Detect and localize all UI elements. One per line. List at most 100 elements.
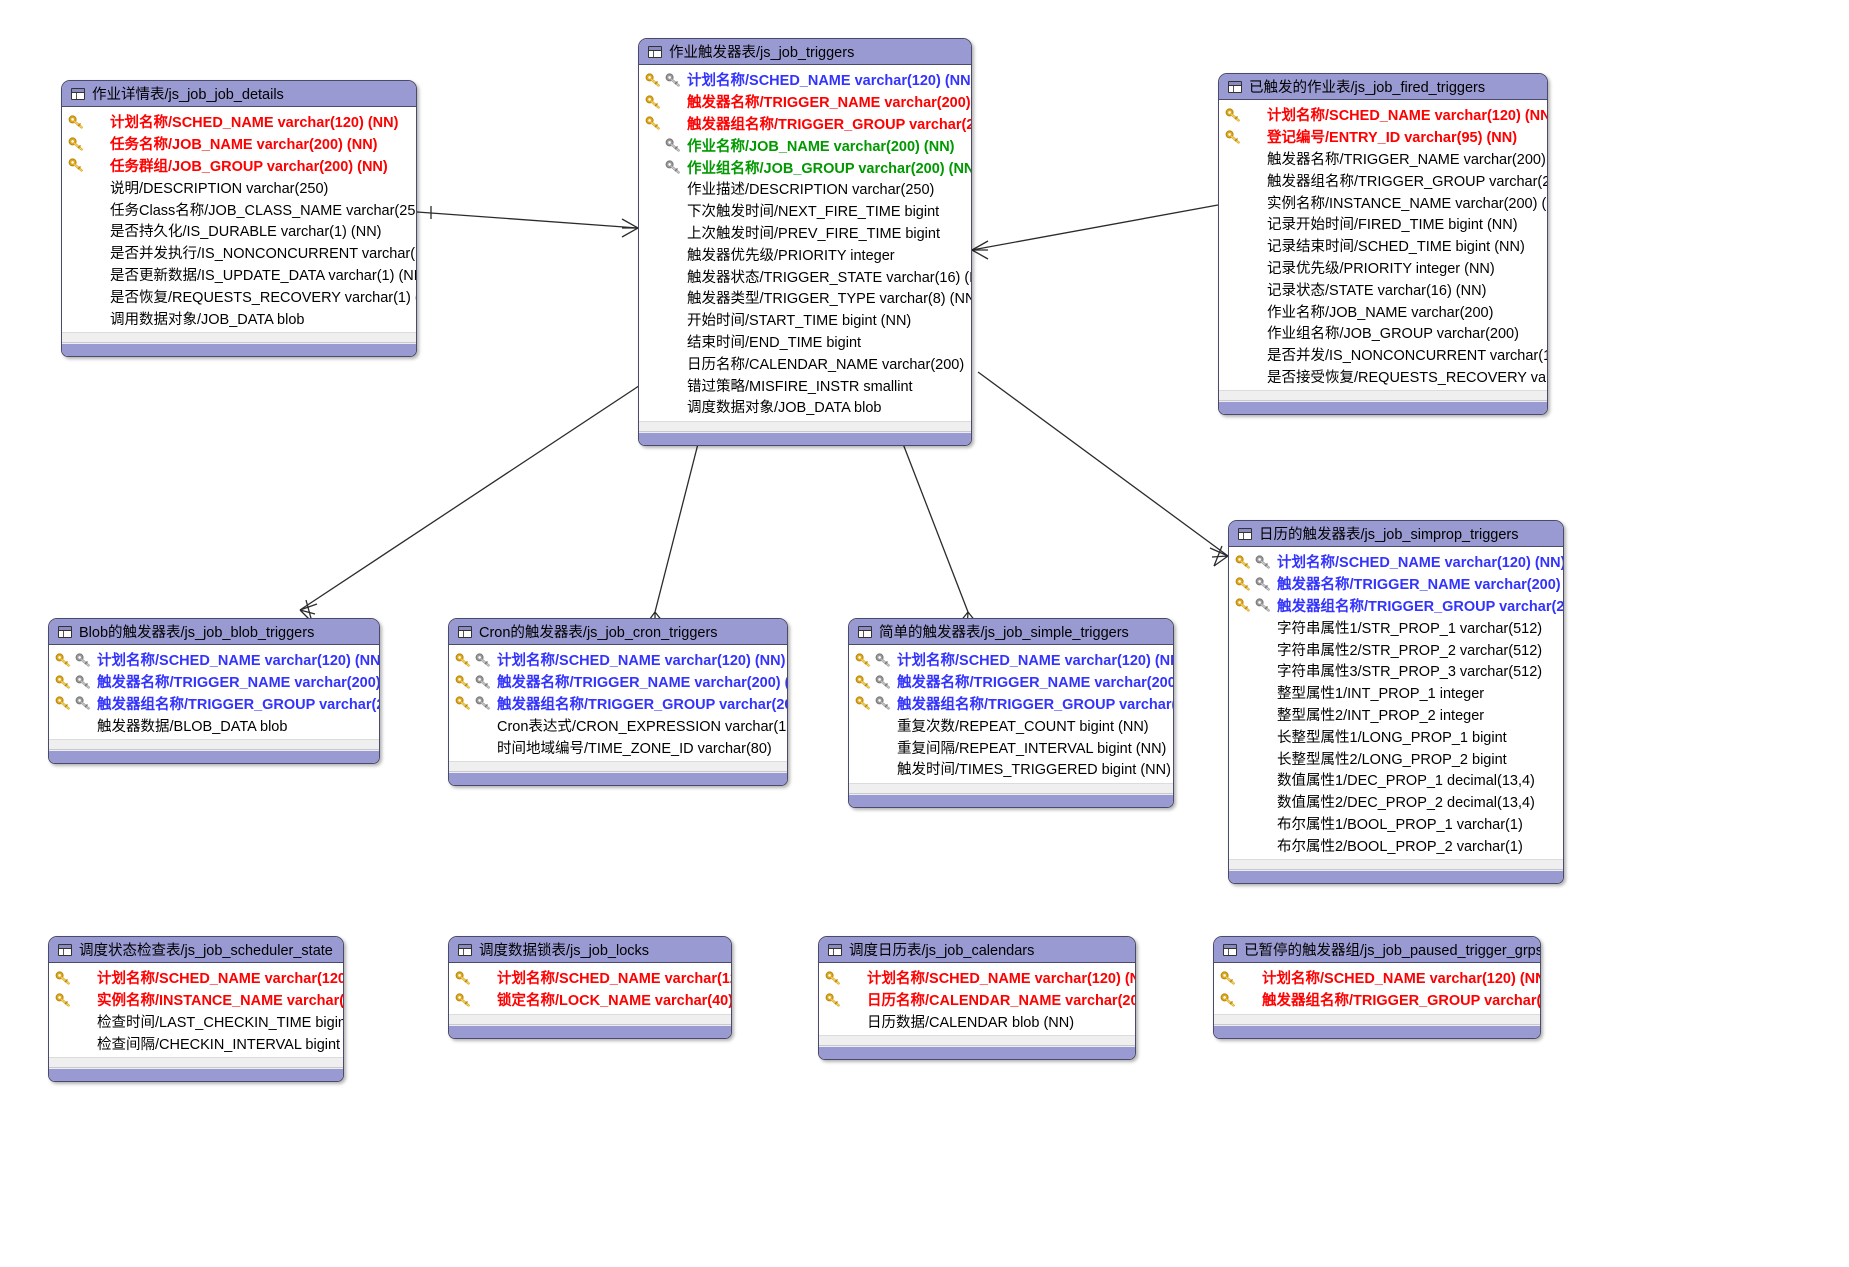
column-label: 是否并发执行/IS_NONCONCURRENT varchar(1) (NN) (110, 246, 416, 263)
table-js_job_job_details[interactable]: 作业详情表/js_job_job_details 计划名称/SCHED_NAME… (61, 80, 417, 357)
column-row[interactable]: 说明/DESCRIPTION varchar(250) (62, 176, 408, 198)
column-row[interactable]: 长整型属性2/LONG_PROP_2 bigint (1229, 747, 1555, 769)
column-row[interactable]: 触发器组名称/TRIGGER_GROUP varchar(200) (NN) (639, 113, 971, 135)
column-row[interactable]: 计划名称/SCHED_NAME varchar(120) (NN) (639, 69, 971, 91)
column-row[interactable]: 记录结束时间/SCHED_TIME bigint (NN) (1219, 235, 1539, 257)
table-header: 作业触发器表/js_job_triggers (639, 39, 971, 65)
table-js_job_calendars[interactable]: 调度日历表/js_job_calendars 计划名称/SCHED_NAME v… (818, 936, 1136, 1061)
column-row[interactable]: 计划名称/SCHED_NAME varchar(120) (NN) (449, 649, 785, 671)
table-js_job_locks[interactable]: 调度数据锁表/js_job_locks 计划名称/SCHED_NAME varc… (448, 936, 732, 1039)
column-row[interactable]: 任务群组/JOB_GROUP varchar(200) (NN) (62, 155, 408, 177)
column-row[interactable]: 计划名称/SCHED_NAME varchar(120) (NN) (62, 111, 408, 133)
table-title: 日历的触发器表/js_job_simprop_triggers (1259, 527, 1519, 543)
table-js_job_simprop_triggers[interactable]: 日历的触发器表/js_job_simprop_triggers 计划名称/SCH… (1228, 520, 1564, 885)
column-row[interactable]: 计划名称/SCHED_NAME varchar(120) (NN) (49, 649, 379, 671)
table-js_job_cron_triggers[interactable]: Cron的触发器表/js_job_cron_triggers 计划名称/SCHE… (448, 618, 788, 786)
table-js_job_paused_trigger_grps[interactable]: 已暂停的触发器组/js_job_paused_trigger_grps 计划名称… (1213, 936, 1541, 1039)
column-row[interactable]: 错过策略/MISFIRE_INSTR smallint (639, 374, 963, 396)
column-row[interactable]: 触发时间/TIMES_TRIGGERED bigint (NN) (849, 758, 1171, 780)
primary-key-icon (68, 115, 83, 129)
column-row[interactable]: 布尔属性2/BOOL_PROP_2 varchar(1) (1229, 834, 1555, 856)
column-row[interactable]: 触发器名称/TRIGGER_NAME varchar(200) (NN) (1219, 148, 1547, 170)
column-row[interactable]: 结束时间/END_TIME bigint (639, 331, 963, 353)
column-row[interactable]: 是否持久化/IS_DURABLE varchar(1) (NN) (62, 220, 408, 242)
column-row[interactable]: 触发器数据/BLOB_DATA blob (49, 714, 371, 736)
column-row[interactable]: 锁定名称/LOCK_NAME varchar(40) (NN) (449, 989, 731, 1011)
column-row[interactable]: 作业名称/JOB_NAME varchar(200) (NN) (639, 134, 963, 156)
column-row[interactable]: 作业名称/JOB_NAME varchar(200) (1219, 300, 1539, 322)
column-row[interactable]: 是否更新数据/IS_UPDATE_DATA varchar(1) (NN) (62, 264, 416, 286)
table-js_job_fired_triggers[interactable]: 已触发的作业表/js_job_fired_triggers 计划名称/SCHED… (1218, 73, 1548, 416)
column-row[interactable]: 是否恢复/REQUESTS_RECOVERY varchar(1) (NN) (62, 285, 416, 307)
column-row[interactable]: 日历名称/CALENDAR_NAME varchar(200) (NN) (819, 989, 1135, 1011)
column-row[interactable]: 触发器名称/TRIGGER_NAME varchar(200) (NN) (449, 671, 787, 693)
column-row[interactable]: 数值属性1/DEC_PROP_1 decimal(13,4) (1229, 769, 1555, 791)
column-row[interactable]: 计划名称/SCHED_NAME varchar(120) (NN) (1229, 551, 1563, 573)
column-key-icons (1229, 577, 1275, 591)
column-row[interactable]: 是否并发执行/IS_NONCONCURRENT varchar(1) (NN) (62, 242, 416, 264)
column-row[interactable]: Cron表达式/CRON_EXPRESSION varchar(120) (NN… (449, 714, 787, 736)
column-row[interactable]: 重复间隔/REPEAT_INTERVAL bigint (NN) (849, 736, 1166, 758)
column-row[interactable]: 实例名称/INSTANCE_NAME varchar(200) (NN) (1219, 191, 1547, 213)
column-row[interactable]: 作业描述/DESCRIPTION varchar(250) (639, 178, 963, 200)
table-js_job_triggers[interactable]: 作业触发器表/js_job_triggers 计划名称/SCHED_NAME v… (638, 38, 972, 446)
column-row[interactable]: 计划名称/SCHED_NAME varchar(120) (NN) (849, 649, 1173, 671)
column-row[interactable]: 作业组名称/JOB_GROUP varchar(200) (1219, 322, 1539, 344)
column-row[interactable]: 整型属性2/INT_PROP_2 integer (1229, 704, 1555, 726)
column-label: 是否接受恢复/REQUESTS_RECOVERY varchar(1) (1267, 369, 1547, 386)
table-js_job_blob_triggers[interactable]: Blob的触发器表/js_job_blob_triggers 计划名称/SCHE… (48, 618, 380, 765)
column-row[interactable]: 检查时间/LAST_CHECKIN_TIME bigint (NN) (49, 1011, 343, 1033)
column-row[interactable]: 是否并发/IS_NONCONCURRENT varchar(1) (1219, 344, 1547, 366)
table-js_job_simple_triggers[interactable]: 简单的触发器表/js_job_simple_triggers 计划名称/SCHE… (848, 618, 1174, 808)
column-row[interactable]: 计划名称/SCHED_NAME varchar(120) (NN) (49, 967, 343, 989)
column-row[interactable]: 整型属性1/INT_PROP_1 integer (1229, 682, 1555, 704)
table-js_job_scheduler_state[interactable]: 调度状态检查表/js_job_scheduler_state 计划名称/SCHE… (48, 936, 344, 1083)
column-row[interactable]: 是否接受恢复/REQUESTS_RECOVERY varchar(1) (1219, 366, 1547, 388)
column-row[interactable]: 触发器组名称/TRIGGER_GROUP varchar(200) (NN) (49, 693, 379, 715)
column-row[interactable]: 登记编号/ENTRY_ID varchar(95) (NN) (1219, 126, 1539, 148)
column-row[interactable]: 计划名称/SCHED_NAME varchar(120) (NN) (1214, 967, 1540, 989)
column-row[interactable]: 字符串属性3/STR_PROP_3 varchar(512) (1229, 660, 1555, 682)
table-header: Cron的触发器表/js_job_cron_triggers (449, 619, 787, 645)
column-row[interactable]: 日历数据/CALENDAR blob (NN) (819, 1011, 1127, 1033)
column-row[interactable]: 上次触发时间/PREV_FIRE_TIME bigint (639, 222, 963, 244)
column-row[interactable]: 计划名称/SCHED_NAME varchar(120) (NN) (819, 967, 1135, 989)
column-row[interactable]: 长整型属性1/LONG_PROP_1 bigint (1229, 725, 1555, 747)
column-row[interactable]: 重复次数/REPEAT_COUNT bigint (NN) (849, 714, 1165, 736)
column-row[interactable]: 作业组名称/JOB_GROUP varchar(200) (NN) (639, 156, 971, 178)
column-row[interactable]: 触发器优先级/PRIORITY integer (639, 243, 963, 265)
column-row[interactable]: 记录状态/STATE varchar(16) (NN) (1219, 278, 1539, 300)
column-row[interactable]: 触发器名称/TRIGGER_NAME varchar(200) (NN) (49, 671, 379, 693)
column-row[interactable]: 触发器组名称/TRIGGER_GROUP varchar(200) (NN) (1214, 989, 1540, 1011)
column-row[interactable]: 布尔属性1/BOOL_PROP_1 varchar(1) (1229, 813, 1555, 835)
column-row[interactable]: 开始时间/START_TIME bigint (NN) (639, 309, 963, 331)
table-icon (71, 87, 85, 100)
table-footer (449, 1023, 731, 1038)
column-row[interactable]: 下次触发时间/NEXT_FIRE_TIME bigint (639, 200, 963, 222)
column-row[interactable]: 字符串属性2/STR_PROP_2 varchar(512) (1229, 638, 1555, 660)
primary-key-icon (1235, 598, 1252, 613)
column-row[interactable]: 时间地域编号/TIME_ZONE_ID varchar(80) (449, 736, 779, 758)
column-row[interactable]: 调度数据对象/JOB_DATA blob (639, 396, 963, 418)
column-row[interactable]: 触发器名称/TRIGGER_NAME varchar(200) (NN) (1229, 573, 1563, 595)
column-row[interactable]: 记录开始时间/FIRED_TIME bigint (NN) (1219, 213, 1539, 235)
column-row[interactable]: 触发器组名称/TRIGGER_GROUP varchar(200) (NN) (449, 693, 787, 715)
column-row[interactable]: 触发器名称/TRIGGER_NAME varchar(200) (NN) (849, 671, 1173, 693)
column-row[interactable]: 记录优先级/PRIORITY integer (NN) (1219, 257, 1539, 279)
column-row[interactable]: 数值属性2/DEC_PROP_2 decimal(13,4) (1229, 791, 1555, 813)
column-row[interactable]: 任务名称/JOB_NAME varchar(200) (NN) (62, 133, 408, 155)
column-row[interactable]: 检查间隔/CHECKIN_INTERVAL bigint (NN) (49, 1032, 343, 1054)
column-row[interactable]: 计划名称/SCHED_NAME varchar(120) (NN) (449, 967, 731, 989)
column-row[interactable]: 调用数据对象/JOB_DATA blob (62, 307, 408, 329)
column-row[interactable]: 触发器组名称/TRIGGER_GROUP varchar(200) (NN) (1229, 595, 1563, 617)
column-row[interactable]: 实例名称/INSTANCE_NAME varchar(200) (NN) (49, 989, 343, 1011)
column-row[interactable]: 计划名称/SCHED_NAME varchar(120) (NN) (1219, 104, 1547, 126)
column-row[interactable]: 字符串属性1/STR_PROP_1 varchar(512) (1229, 616, 1555, 638)
column-row[interactable]: 触发器状态/TRIGGER_STATE varchar(16) (NN) (639, 265, 971, 287)
column-row[interactable]: 触发器组名称/TRIGGER_GROUP varchar(200) (NN) (1219, 169, 1547, 191)
column-row[interactable]: 任务Class名称/JOB_CLASS_NAME varchar(250) (N… (62, 198, 416, 220)
column-row[interactable]: 触发器类型/TRIGGER_TYPE varchar(8) (NN) (639, 287, 971, 309)
column-row[interactable]: 触发器名称/TRIGGER_NAME varchar(200) (NN) (639, 91, 971, 113)
column-row[interactable]: 触发器组名称/TRIGGER_GROUP varchar(200) (NN) (849, 693, 1173, 715)
column-row[interactable]: 日历名称/CALENDAR_NAME varchar(200) (639, 352, 964, 374)
